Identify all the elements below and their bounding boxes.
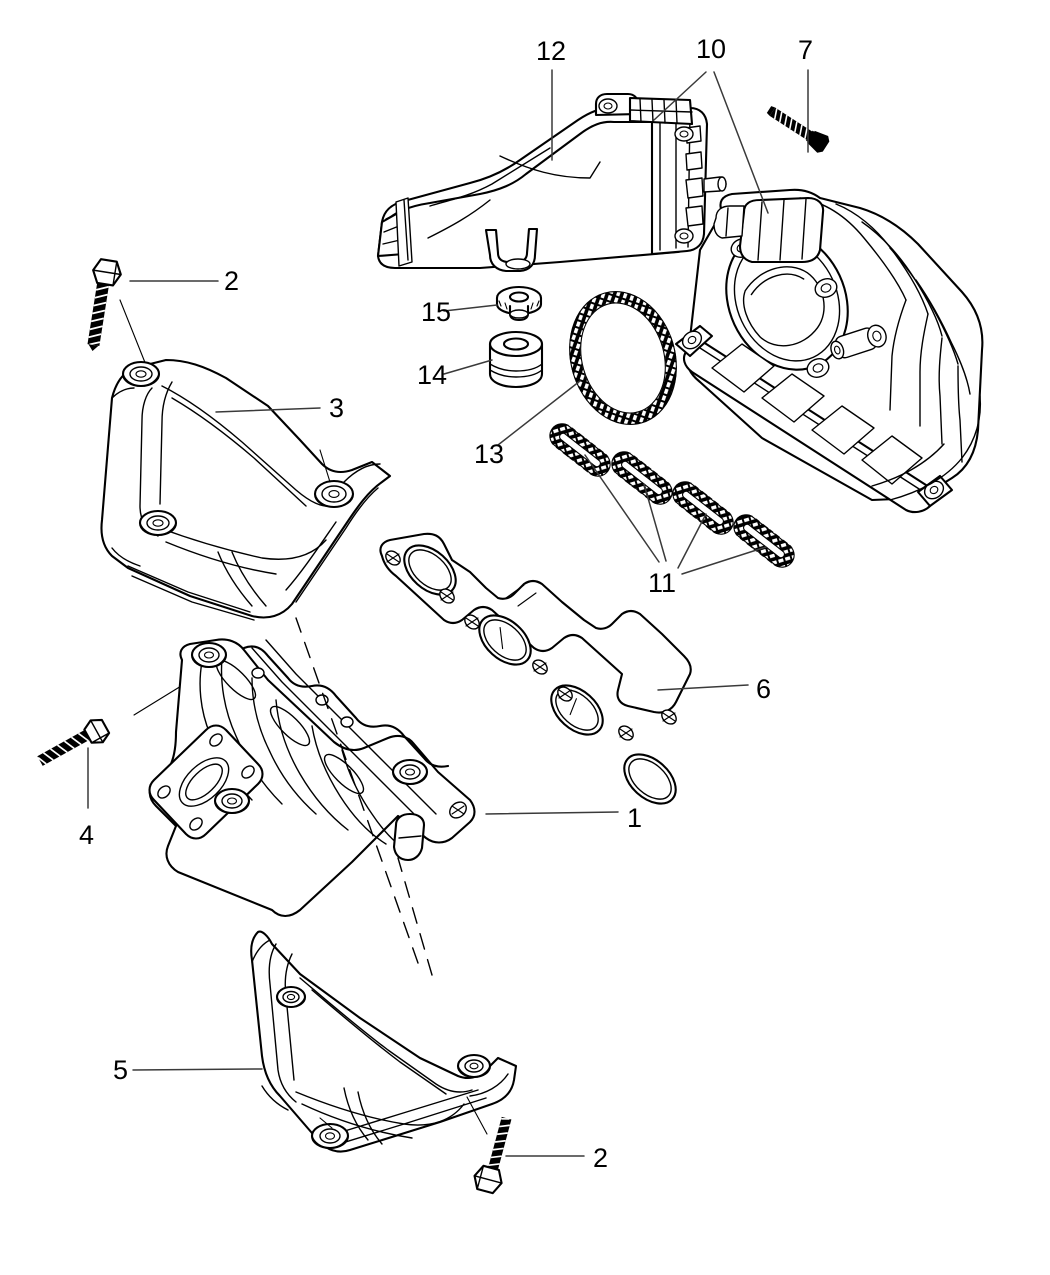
part-12-air-inlet-duct [376, 92, 727, 273]
callout-2-upper: 2 [224, 266, 240, 296]
callout-15: 15 [421, 297, 452, 327]
part-13-throttle-body-gasket [569, 291, 677, 425]
part-5-lower-heat-shield [250, 930, 518, 1153]
callout-13: 13 [474, 439, 505, 469]
callout-11: 11 [648, 568, 677, 598]
callout-7: 7 [798, 35, 814, 65]
callout-3: 3 [329, 393, 345, 423]
callout-12: 12 [536, 36, 567, 66]
part-2-lower-heat-shield-bolt [473, 1116, 512, 1195]
callout-1: 1 [627, 803, 643, 833]
callout-4: 4 [79, 820, 95, 850]
callout-2-lower: 2 [593, 1143, 609, 1173]
callout-5: 5 [113, 1055, 129, 1085]
callout-10: 10 [696, 34, 727, 64]
part-4-exhaust-manifold-bolt [37, 718, 111, 766]
part-2-upper-heat-shield-bolt [87, 258, 122, 352]
callout-6: 6 [756, 674, 772, 704]
part-6-exhaust-manifold-gasket [379, 532, 692, 805]
callout-14: 14 [417, 360, 448, 390]
part-14-isolator-bushing [488, 330, 544, 389]
leader-lines [87, 69, 809, 1157]
part-10-intake-manifold [674, 188, 984, 514]
part-15-isolator-cap [495, 285, 543, 322]
assembly-axis-lower [397, 857, 433, 976]
part-7-throttle-body-bolt [766, 106, 830, 153]
assembly-axis-upper [295, 617, 419, 964]
part-3-upper-heat-shield [100, 358, 392, 621]
